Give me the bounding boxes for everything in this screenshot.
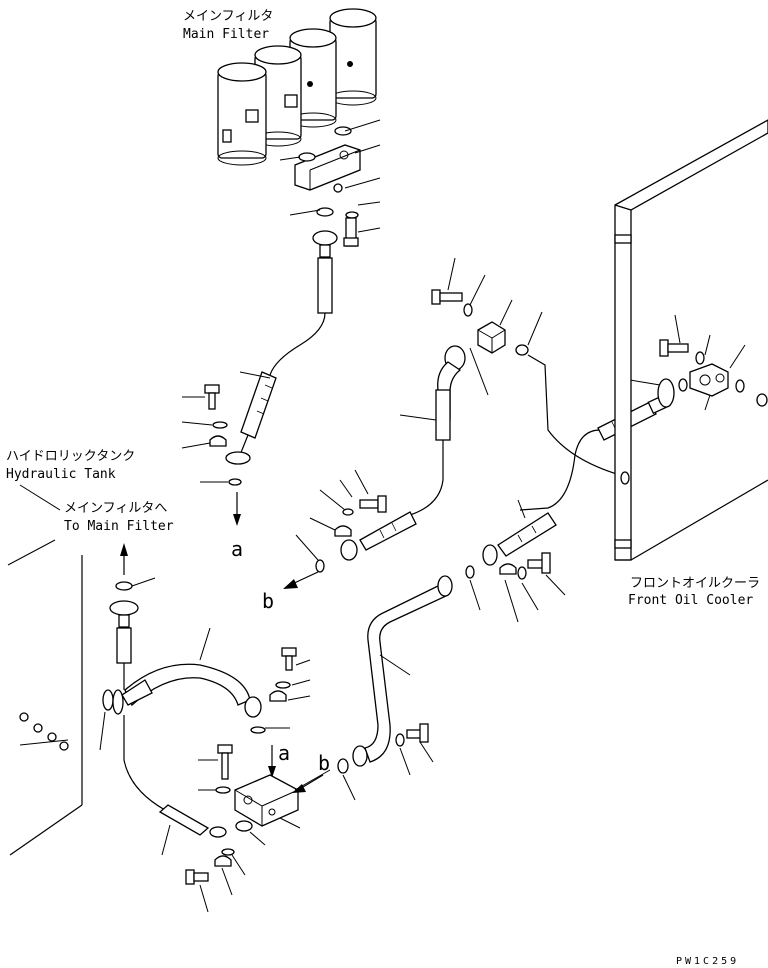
bolt-set-left xyxy=(181,384,242,486)
o-ring xyxy=(316,207,334,217)
flow-arrow-b-2 xyxy=(292,774,324,793)
main-filter-label-en: Main Filter xyxy=(183,27,269,42)
filter-head-block xyxy=(294,144,361,191)
cooler-fittings xyxy=(629,314,768,411)
hydraulic-tank-label-jp: ハイドロリックタンク xyxy=(6,449,135,464)
front-oil-cooler-outline xyxy=(614,119,768,561)
bolt-set-pipe xyxy=(395,723,434,776)
flow-arrow-b xyxy=(283,571,319,589)
valve-block xyxy=(198,744,331,846)
bolt-set-mid xyxy=(250,647,311,734)
ref-a-label-2: a xyxy=(278,741,290,765)
drawing-code: PW1C259 xyxy=(676,956,739,967)
ref-b-label-2: b xyxy=(318,751,330,775)
to-main-filter-label-jp: メインフィルタへ xyxy=(64,501,167,516)
filter-canister-1 xyxy=(217,62,267,166)
flow-arrow-a xyxy=(233,492,241,526)
ref-b-label: b xyxy=(262,589,274,613)
washer xyxy=(345,211,359,219)
o-ring xyxy=(334,126,352,136)
bolt-set-upper xyxy=(431,257,621,476)
hose-filter-to-tank xyxy=(225,230,338,465)
main-filter-label-jp: メインフィルタ xyxy=(183,9,273,24)
steel-pipe-center xyxy=(337,575,453,801)
bolt-set-bottom xyxy=(185,848,246,913)
hose-u-left xyxy=(99,577,262,856)
flow-arrow-a-2 xyxy=(268,745,276,778)
hydraulic-tank-label-en: Hydraulic Tank xyxy=(6,467,116,482)
to-main-filter-label-en: To Main Filter xyxy=(64,519,174,534)
hose-to-cooler xyxy=(465,378,675,623)
o-ring xyxy=(298,152,316,162)
front-oil-cooler-label-jp: フロントオイルクーラ xyxy=(630,576,760,591)
flow-arrow-up xyxy=(120,543,128,575)
main-filter-assembly xyxy=(217,8,381,247)
bolt xyxy=(343,217,359,247)
hydraulic-tank-outline xyxy=(9,555,83,856)
front-oil-cooler-label-en: Front Oil Cooler xyxy=(628,593,753,608)
ref-a-label: a xyxy=(231,537,243,561)
filter-canister-4 xyxy=(329,8,377,106)
hose-center xyxy=(295,345,466,573)
washer xyxy=(333,183,343,193)
